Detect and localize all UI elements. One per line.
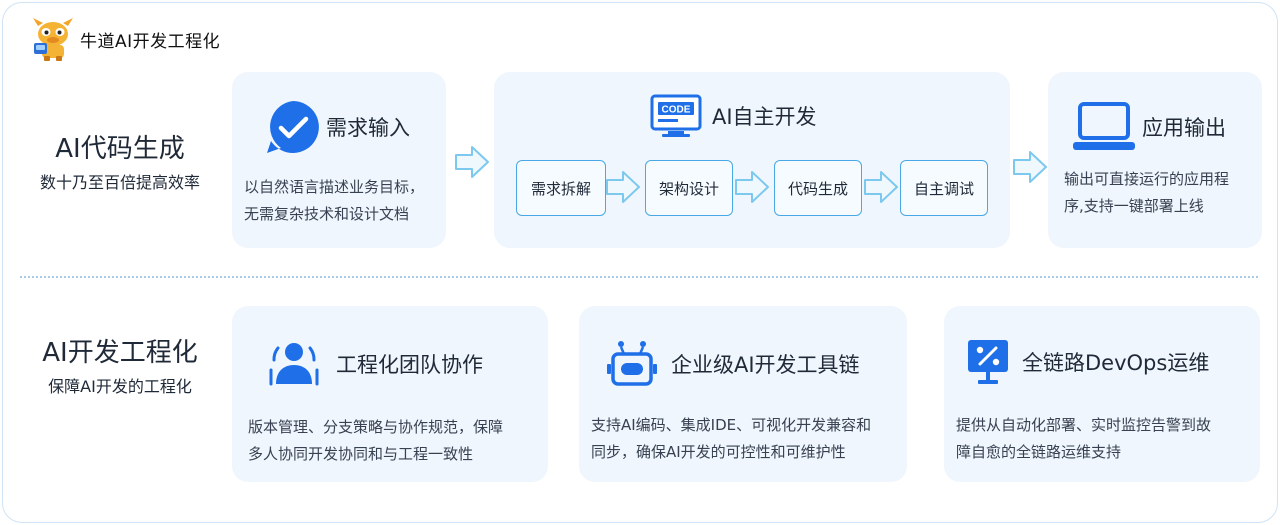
team-collab-desc-line: 版本管理、分支策略与协作规范，保障	[248, 418, 504, 436]
code-monitor-icon: CODE	[650, 94, 702, 137]
output-desc: 输出可直接运行的应用程 序,支持一键部署上线	[1064, 166, 1229, 220]
step-label: 架构设计	[658, 179, 719, 198]
team-icon	[269, 343, 319, 386]
flow-arrow-icon	[864, 171, 898, 203]
output-desc-line: 输出可直接运行的应用程	[1064, 170, 1230, 188]
requirement-desc: 以自然语言描述业务目标， 无需复杂技术和设计文档	[244, 174, 424, 228]
step-label: 代码生成	[787, 179, 848, 198]
row1-subtitle: 数十乃至百倍提高效率	[39, 173, 200, 192]
requirement-desc-line: 以自然语言描述业务目标，	[244, 178, 425, 196]
code-icon-text: CODE	[662, 105, 691, 116]
brand: 牛道AI开发工程化	[30, 14, 220, 64]
step-label: 需求拆解	[530, 179, 591, 198]
devops-desc: 提供从自动化部署、实时监控告警到故 障自愈的全链路运维支持	[956, 412, 1211, 466]
devops-title: 全链路DevOps运维	[1022, 351, 1210, 375]
output-title: 应用输出	[1142, 116, 1226, 140]
output-desc-line: 序,支持一键部署上线	[1064, 197, 1204, 215]
toolchain-desc-line: 同步，确保AI开发的可控性和可维护性	[591, 443, 846, 461]
row2-title-block: AI开发工程化 保障AI开发的工程化	[20, 332, 220, 397]
step-architecture-design: 架构设计	[645, 160, 733, 216]
ai-dev-title: AI自主开发	[712, 105, 817, 129]
toolchain-desc-line: 支持AI编码、集成IDE、可视化开发兼容和	[591, 416, 872, 434]
step-requirement-breakdown: 需求拆解	[516, 160, 606, 216]
devops-desc-line: 提供从自动化部署、实时监控告警到故	[956, 416, 1212, 434]
requirement-title: 需求输入	[326, 116, 410, 140]
section-divider	[20, 276, 1258, 278]
team-collab-title: 工程化团队协作	[336, 353, 483, 377]
toolchain-title: 企业级AI开发工具链	[671, 353, 860, 377]
brand-name: 牛道AI开发工程化	[80, 31, 221, 52]
requirement-card: 需求输入 以自然语言描述业务目标， 无需复杂技术和设计文档	[232, 72, 446, 248]
row1-title-block: AI代码生成 数十乃至百倍提高效率	[20, 128, 220, 193]
team-collab-desc-line: 多人协同开发协同和与工程一致性	[248, 445, 474, 463]
team-collab-desc: 版本管理、分支策略与协作规范，保障 多人协同开发协同和与工程一致性	[248, 414, 503, 468]
step-code-generation: 代码生成	[774, 160, 862, 216]
row2-subtitle: 保障AI开发的工程化	[48, 377, 192, 396]
flow-arrow-icon	[1013, 151, 1047, 183]
team-collab-card: 工程化团队协作 版本管理、分支策略与协作规范，保障 多人协同开发协同和与工程一致…	[232, 306, 548, 482]
toolchain-desc: 支持AI编码、集成IDE、可视化开发兼容和 同步，确保AI开发的可控性和可维护性	[591, 412, 871, 466]
check-bubble-icon	[267, 101, 319, 153]
toolchain-card: 企业级AI开发工具链 支持AI编码、集成IDE、可视化开发兼容和 同步，确保AI…	[579, 306, 907, 482]
requirement-desc-line: 无需复杂技术和设计文档	[244, 205, 410, 223]
output-card: 应用输出 输出可直接运行的应用程 序,支持一键部署上线	[1048, 72, 1262, 248]
devops-card: 全链路DevOps运维 提供从自动化部署、实时监控告警到故 障自愈的全链路运维支…	[944, 306, 1260, 482]
devops-desc-line: 障自愈的全链路运维支持	[956, 443, 1122, 461]
robot-icon	[607, 341, 657, 386]
flow-arrow-icon	[735, 171, 769, 203]
flow-arrow-icon	[606, 171, 640, 203]
flow-arrow-icon	[455, 146, 489, 178]
mascot-logo-icon	[33, 18, 73, 61]
step-label: 自主调试	[913, 179, 974, 198]
laptop-icon	[1073, 102, 1135, 150]
row2-title: AI开发工程化	[42, 338, 198, 368]
row1-title: AI代码生成	[55, 134, 185, 164]
step-autonomous-debugging: 自主调试	[900, 160, 988, 216]
monitor-percent-icon	[968, 340, 1008, 384]
